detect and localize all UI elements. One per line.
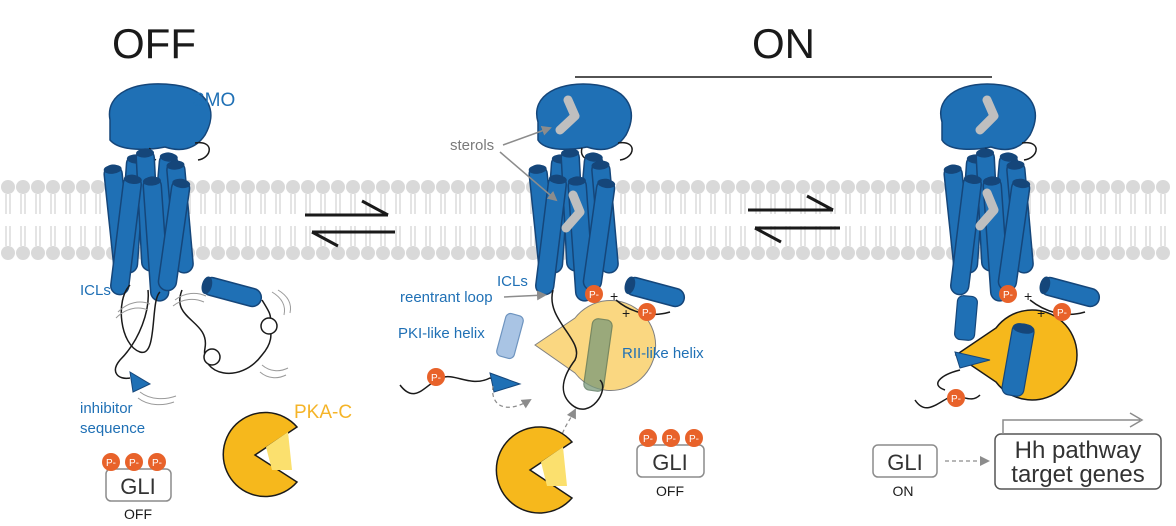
gli-state-off-2: OFF	[656, 483, 684, 499]
sterol-crd	[555, 95, 580, 135]
sterols-label: sterols	[450, 137, 494, 154]
smo-receptor-mid	[528, 83, 686, 308]
reentrant-loop-label: reentrant loop	[400, 289, 493, 306]
target-genes-line1: Hh pathway	[1015, 437, 1142, 464]
sterol-tmd	[561, 190, 585, 233]
gli-box-on	[872, 444, 938, 478]
phospho-label: P-	[689, 434, 699, 445]
phospho-mid-2	[638, 303, 656, 321]
phospho-label: P-	[1057, 308, 1067, 319]
tm-helix	[110, 174, 142, 296]
reentrant-arrow	[503, 290, 547, 301]
rii-helix-on	[1001, 323, 1035, 397]
sterols-arrow-1	[502, 126, 552, 146]
target-genes-line2: target genes	[1011, 461, 1144, 488]
inhibitor-label-2: sequence	[80, 420, 145, 437]
phospho-label: P-	[152, 458, 162, 469]
gli-phospho-mid: P- P- P-	[639, 429, 703, 447]
smo-label: SMO	[192, 90, 235, 111]
gli-label-mid: GLI	[652, 450, 687, 475]
target-genes-box	[994, 433, 1162, 490]
phospho-label: P-	[431, 373, 441, 384]
phospho-on-2	[1053, 303, 1071, 321]
phospho-on-3	[947, 389, 965, 407]
phospho-label: P-	[666, 434, 676, 445]
phospho-label: P-	[643, 434, 653, 445]
phospho-on-1	[999, 285, 1017, 303]
pki-helix-on	[954, 295, 978, 341]
on-title: ON	[752, 20, 815, 67]
pki-like-helix	[496, 312, 524, 360]
sterols-arrow-2	[499, 151, 558, 202]
equilibrium-arrows-icon	[305, 199, 395, 248]
off-title: OFF	[112, 20, 196, 67]
phospho-label: P-	[1003, 290, 1013, 301]
smo-receptor-on	[939, 83, 1101, 308]
phospho-label: P-	[106, 458, 116, 469]
rii-like-helix	[583, 318, 613, 392]
gli-label-off: GLI	[120, 474, 155, 499]
phospho-label: P-	[589, 290, 599, 301]
pka-c-free-off	[222, 411, 299, 498]
phospho-mid-1	[585, 285, 603, 303]
icls-label-off: ICLs	[80, 282, 111, 299]
pka-c-free-mid	[495, 426, 574, 514]
plus-mid-2: +	[622, 305, 630, 321]
tm-helix	[950, 174, 982, 296]
equilibrium-arrows-icon-2	[748, 194, 840, 244]
gli-phospho-off: P- P- P-	[102, 453, 166, 471]
tm-helix	[157, 178, 191, 292]
phospho-label: P-	[129, 458, 139, 469]
gli-label-on: GLI	[887, 450, 922, 475]
phospho-label: P-	[642, 308, 652, 319]
rii-like-helix-label: RII-like helix	[622, 345, 704, 362]
gli-state-off-1: OFF	[124, 506, 152, 522]
pki-like-helix-label: PKI-like helix	[398, 325, 485, 342]
gli-state-on: ON	[893, 483, 914, 499]
icls-label-mid: ICLs	[497, 273, 528, 290]
phospho-label: P-	[951, 394, 961, 405]
pka-c-label: PKA-C	[294, 402, 352, 423]
plus-on-1: +	[1024, 288, 1032, 304]
plus-on-2: +	[1037, 305, 1045, 321]
phospho-mid-inhibitor	[427, 368, 445, 386]
inhibitor-label-1: inhibitor	[80, 400, 133, 417]
plus-mid-1: +	[610, 288, 618, 304]
bent-arrow-icon	[1002, 412, 1144, 434]
smo-receptor-off	[103, 83, 291, 406]
